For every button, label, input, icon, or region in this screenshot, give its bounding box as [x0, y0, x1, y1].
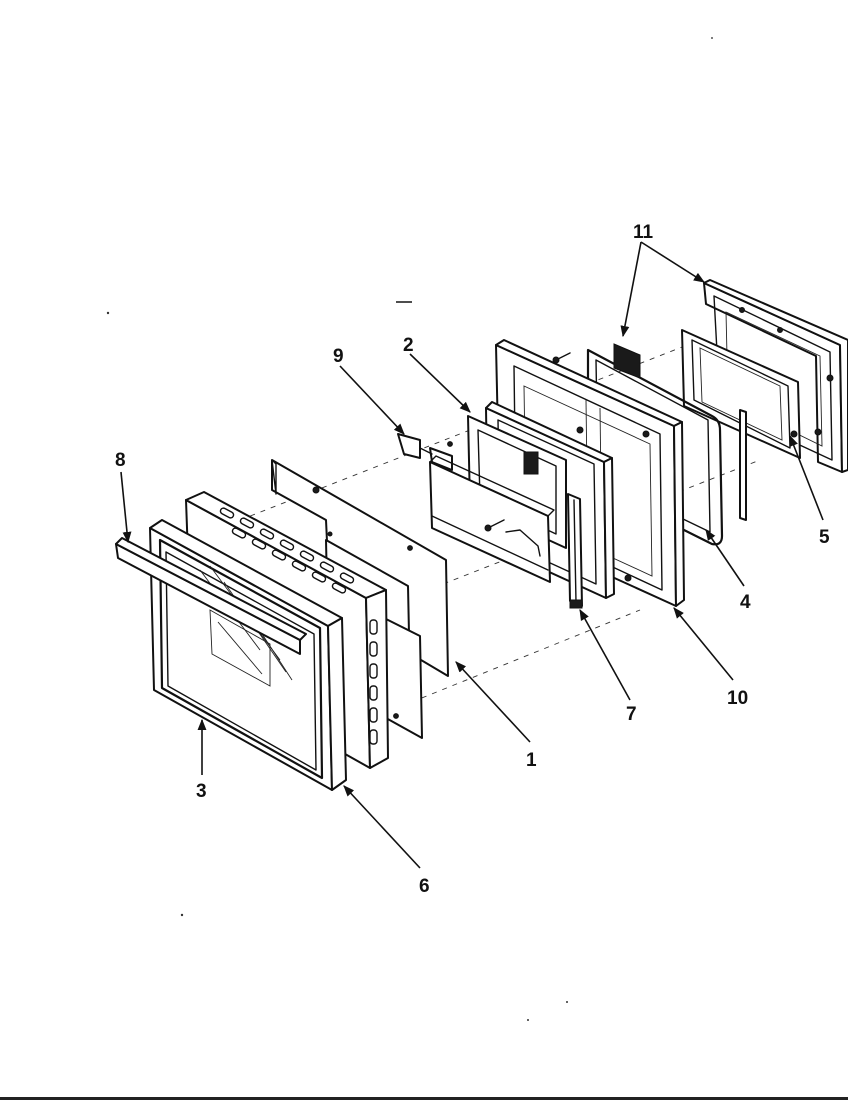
callout-11: 11: [633, 222, 654, 243]
callout-5: 5: [819, 527, 830, 548]
callout-8: 8: [115, 450, 126, 471]
callout-labels: 11 2 9 8 5 4 10 7 1 3 6: [115, 222, 830, 897]
bottom-rule: [0, 1097, 848, 1100]
inner-door-panel: [429, 441, 555, 583]
callout-1: 1: [526, 750, 537, 771]
part-9-bracket: [397, 433, 453, 471]
callout-2: 2: [403, 335, 414, 356]
part-7-hinge-channel: [567, 493, 583, 609]
part-8-handle: [115, 537, 307, 655]
part-11-inner-window-frame: [681, 329, 801, 459]
callout-3: 3: [196, 781, 207, 802]
callout-6: 6: [419, 876, 430, 897]
leader-lines: [120, 241, 824, 869]
vent-slots: [219, 507, 355, 594]
part-5-screw: [790, 430, 798, 438]
callout-4: 4: [740, 592, 751, 613]
callout-10: 10: [727, 688, 748, 709]
side-vent-slots: [369, 619, 378, 745]
callout-7: 7: [626, 704, 637, 725]
scan-specks: [106, 37, 713, 1021]
callout-9: 9: [333, 346, 344, 367]
